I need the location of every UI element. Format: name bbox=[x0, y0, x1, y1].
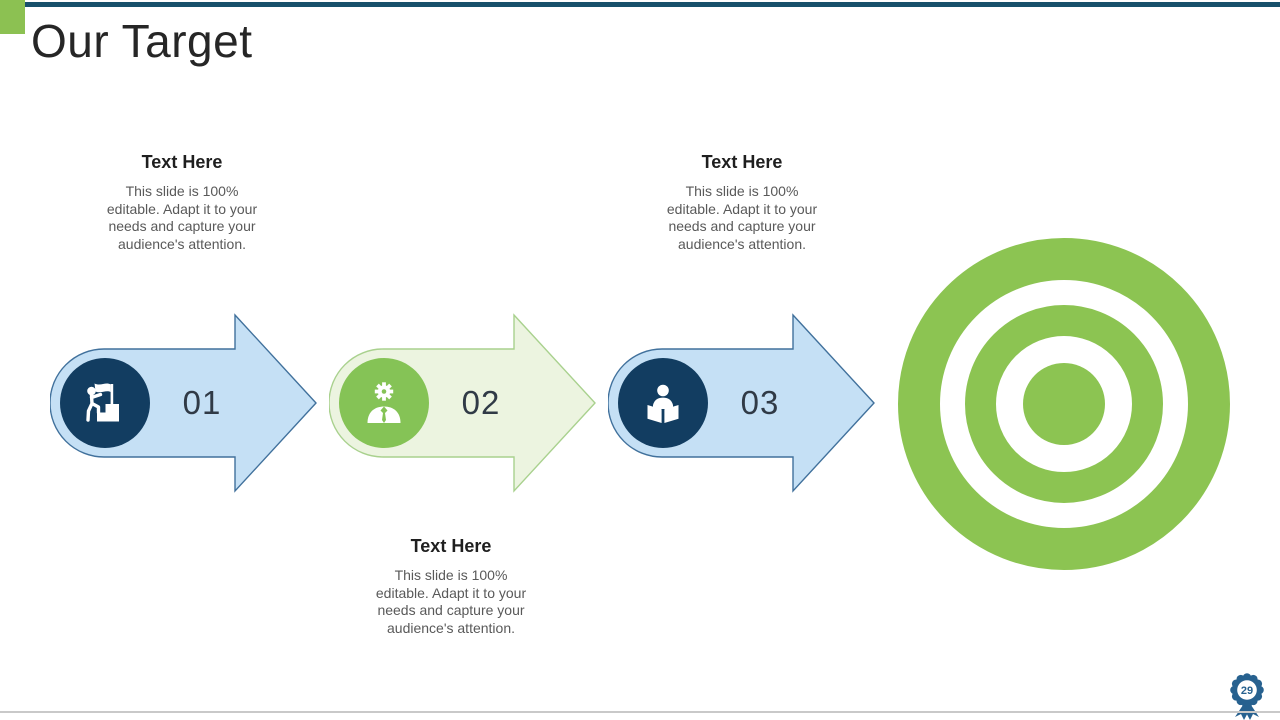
body-line: audience's attention. bbox=[387, 619, 515, 636]
body-line: editable. Adapt it to your bbox=[666, 200, 818, 217]
step-number: 03 bbox=[740, 384, 780, 421]
text-block-body: This slide is 100% editable. Adapt it to… bbox=[331, 567, 571, 637]
gear-person-icon bbox=[367, 382, 401, 423]
goal-flag-icon bbox=[86, 383, 119, 422]
body-line: This slide is 100% bbox=[394, 567, 508, 583]
step-arrow-01: 01 bbox=[49, 313, 318, 493]
text-block-heading: Text Here bbox=[410, 536, 492, 556]
text-block-1: Text Here This slide is 100% editable. A… bbox=[62, 152, 302, 253]
page-title: Our Target bbox=[31, 15, 253, 67]
footer-divider bbox=[0, 711, 1280, 713]
arrow-shape bbox=[607, 313, 875, 493]
step-number: 01 bbox=[182, 384, 222, 421]
step-number: 02 bbox=[461, 384, 501, 421]
target-bullseye-icon bbox=[898, 238, 1230, 570]
body-line: This slide is 100% bbox=[685, 183, 799, 199]
text-block-2: Text Here This slide is 100% editable. A… bbox=[622, 152, 862, 253]
body-line: needs and capture your bbox=[377, 602, 525, 618]
step-arrow-03: 03 bbox=[607, 313, 876, 493]
body-line: audience's attention. bbox=[678, 235, 806, 252]
reading-person-icon bbox=[647, 384, 679, 423]
body-line: audience's attention. bbox=[118, 235, 246, 252]
step-circle bbox=[339, 358, 429, 448]
arrow-shape bbox=[328, 313, 596, 493]
body-line: editable. Adapt it to your bbox=[375, 584, 527, 601]
accent-square bbox=[0, 0, 25, 34]
text-block-3: Text Here This slide is 100% editable. A… bbox=[331, 536, 571, 637]
body-line: This slide is 100% bbox=[125, 183, 239, 199]
arrow-shape bbox=[49, 313, 317, 493]
step-circle bbox=[60, 358, 150, 448]
body-line: editable. Adapt it to your bbox=[106, 200, 258, 217]
body-line: needs and capture your bbox=[668, 218, 816, 234]
text-block-body: This slide is 100% editable. Adapt it to… bbox=[622, 183, 862, 253]
text-block-heading: Text Here bbox=[701, 152, 783, 172]
text-block-heading: Text Here bbox=[141, 152, 223, 172]
step-arrow-02: 02 bbox=[328, 313, 597, 493]
body-line: needs and capture your bbox=[108, 218, 256, 234]
page-number: 29 bbox=[1241, 685, 1253, 697]
text-block-body: This slide is 100% editable. Adapt it to… bbox=[62, 183, 302, 253]
top-border-line bbox=[25, 2, 1280, 7]
page-number-badge: 29 bbox=[1230, 673, 1264, 720]
